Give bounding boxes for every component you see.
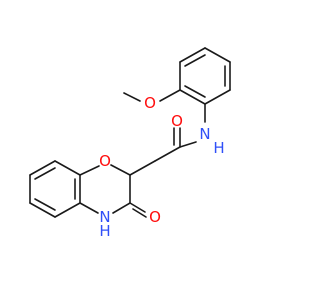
benzo-ring bbox=[29, 160, 81, 218]
oxazinone-ring bbox=[79, 164, 147, 218]
atom-o-ring: O bbox=[99, 152, 111, 170]
atom-h-ring: H bbox=[99, 222, 110, 240]
molecule-diagram: O O N H O N H O bbox=[29, 47, 231, 240]
atom-o-keto: O bbox=[149, 208, 161, 226]
structure-svg: O O N H O N H O bbox=[29, 47, 231, 240]
atom-n-ring: N bbox=[99, 208, 110, 226]
bond-carbonyl-ch2 bbox=[154, 146, 181, 162]
atom-o-methoxy: O bbox=[144, 94, 156, 112]
atom-o-amide: O bbox=[171, 112, 183, 130]
bond-o-aryl bbox=[159, 89, 181, 102]
methoxyphenyl-ring bbox=[179, 47, 231, 105]
bond-ch2-c2 bbox=[129, 160, 156, 176]
bond-n-carbonyl bbox=[179, 141, 197, 148]
atom-h-amide: H bbox=[213, 139, 224, 157]
atom-n-amide: N bbox=[199, 125, 210, 143]
bond-methyl-o bbox=[123, 92, 141, 102]
